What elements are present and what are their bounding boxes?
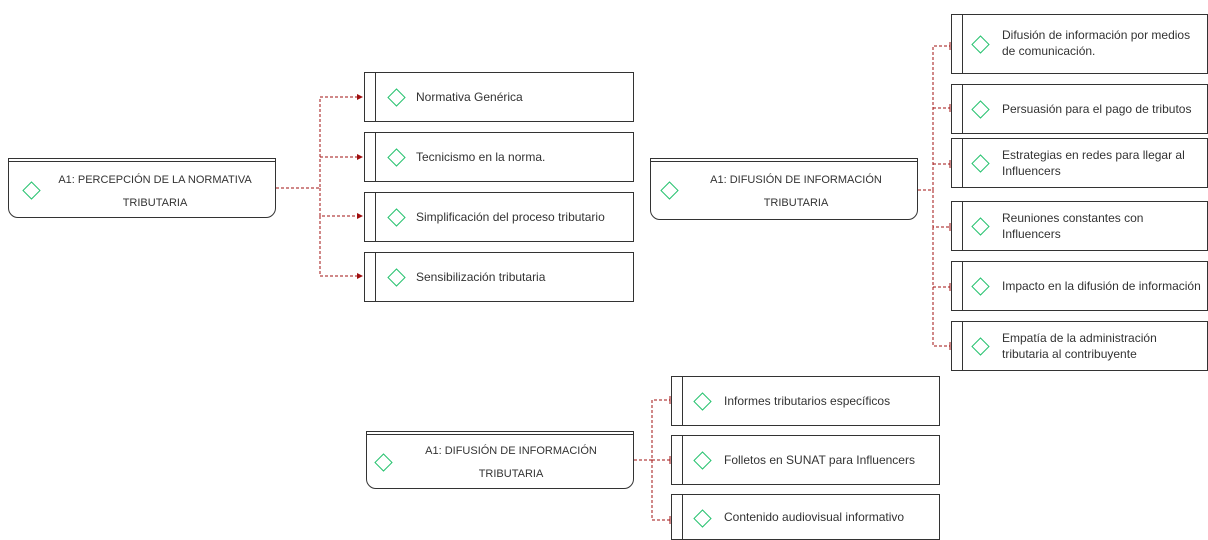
leaf-label: Empatía de la administración tributaria … bbox=[1002, 331, 1157, 361]
leaf-node[interactable]: Normativa Genérica bbox=[364, 72, 634, 122]
root-node-difusion[interactable]: A1: DIFUSIÓN DE INFORMACIÓN TRIBUTARIA bbox=[650, 158, 918, 220]
leaf-label: Contenido audiovisual informativo bbox=[724, 510, 905, 524]
leaf-label: Sensibilización tributaria bbox=[416, 270, 546, 284]
leaf-node[interactable]: Simplificación del proceso tributario bbox=[364, 192, 634, 242]
connector-line bbox=[634, 396, 671, 461]
diamond-icon bbox=[660, 181, 679, 200]
connector-line bbox=[932, 190, 951, 231]
leaf-label: Impacto en la difusión de información bbox=[1002, 279, 1201, 293]
connector-line bbox=[276, 94, 363, 189]
leaf-bar bbox=[682, 495, 683, 539]
diamond-icon bbox=[971, 100, 990, 119]
leaf-label: Simplificación del proceso tributario bbox=[416, 210, 605, 224]
leaf-node[interactable]: Estrategias en redes para llegar al Infl… bbox=[951, 138, 1208, 188]
root-node-percepcion[interactable]: A1: PERCEPCIÓN DE LA NORMATIVA TRIBUTARI… bbox=[8, 158, 276, 218]
diamond-icon bbox=[693, 451, 712, 470]
connector-line bbox=[918, 42, 951, 191]
leaf-bar bbox=[375, 253, 376, 301]
leaf-label: Normativa Genérica bbox=[416, 90, 523, 104]
root-topbar bbox=[8, 158, 276, 162]
diamond-icon bbox=[971, 154, 990, 173]
leaf-label: Difusión de información por medios de co… bbox=[1002, 28, 1191, 58]
root-label-line: TRIBUTARIA bbox=[763, 197, 829, 209]
connector-line bbox=[319, 188, 363, 219]
root-topbar bbox=[366, 431, 634, 435]
leaf-node[interactable]: Difusión de información por medios de co… bbox=[951, 14, 1208, 74]
connector-line bbox=[651, 460, 671, 524]
leaf-node[interactable]: Folletos en SUNAT para Influencers bbox=[671, 435, 940, 485]
leaf-bar bbox=[962, 202, 963, 250]
diamond-icon bbox=[693, 509, 712, 528]
leaf-bar bbox=[682, 377, 683, 425]
leaf-label: Tecnicismo en la norma. bbox=[416, 150, 546, 164]
diamond-icon bbox=[971, 217, 990, 236]
leaf-label: Persuasión para el pago de tributos bbox=[1002, 102, 1192, 116]
leaf-node[interactable]: Sensibilización tributaria bbox=[364, 252, 634, 302]
leaf-bar bbox=[375, 73, 376, 121]
leaf-bar bbox=[375, 133, 376, 181]
diamond-icon bbox=[387, 88, 406, 107]
root-label-line: TRIBUTARIA bbox=[122, 197, 188, 209]
leaf-node[interactable]: Informes tributarios específicos bbox=[671, 376, 940, 426]
leaf-label: Reuniones constantes con Influencers bbox=[1002, 211, 1144, 241]
root-label-line: A1: PERCEPCIÓN DE LA NORMATIVA bbox=[58, 174, 252, 186]
leaf-label: Estrategias en redes para llegar al Infl… bbox=[1002, 148, 1185, 178]
leaf-node[interactable]: Reuniones constantes con Influencers bbox=[951, 201, 1208, 251]
root-node-difusion-2[interactable]: A1: DIFUSIÓN DE INFORMACIÓN TRIBUTARIA bbox=[366, 431, 634, 489]
root-label-line: TRIBUTARIA bbox=[478, 468, 544, 480]
diamond-icon bbox=[374, 453, 393, 472]
diamond-icon bbox=[387, 268, 406, 287]
diamond-icon bbox=[971, 35, 990, 54]
leaf-node[interactable]: Contenido audiovisual informativo bbox=[671, 494, 940, 540]
leaf-node[interactable]: Empatía de la administración tributaria … bbox=[951, 321, 1208, 371]
leaf-bar bbox=[962, 322, 963, 370]
connector-line bbox=[319, 216, 363, 279]
leaf-label: Folletos en SUNAT para Influencers bbox=[724, 453, 915, 467]
root-label-line: A1: DIFUSIÓN DE INFORMACIÓN bbox=[710, 174, 882, 186]
diamond-icon bbox=[387, 208, 406, 227]
leaf-bar bbox=[375, 193, 376, 241]
leaf-bar bbox=[962, 262, 963, 310]
diamond-icon bbox=[387, 148, 406, 167]
leaf-label: Informes tributarios específicos bbox=[724, 394, 891, 408]
leaf-bar bbox=[962, 139, 963, 187]
root-label: A1: PERCEPCIÓN DE LA NORMATIVA TRIBUTARI… bbox=[47, 169, 263, 215]
connector-line bbox=[932, 227, 951, 291]
root-label: A1: DIFUSIÓN DE INFORMACIÓN TRIBUTARIA bbox=[401, 440, 621, 486]
diamond-icon bbox=[693, 392, 712, 411]
diamond-icon bbox=[971, 337, 990, 356]
leaf-node[interactable]: Tecnicismo en la norma. bbox=[364, 132, 634, 182]
leaf-bar bbox=[962, 15, 963, 73]
root-topbar bbox=[650, 158, 918, 162]
leaf-node[interactable]: Persuasión para el pago de tributos bbox=[951, 84, 1208, 134]
root-label: A1: DIFUSIÓN DE INFORMACIÓN TRIBUTARIA bbox=[687, 169, 905, 215]
leaf-bar bbox=[962, 85, 963, 133]
leaf-bar bbox=[682, 436, 683, 484]
connector-line bbox=[932, 287, 951, 350]
root-label-line: A1: DIFUSIÓN DE INFORMACIÓN bbox=[425, 445, 597, 457]
diamond-icon bbox=[22, 181, 41, 200]
leaf-node[interactable]: Impacto en la difusión de información bbox=[951, 261, 1208, 311]
diamond-icon bbox=[971, 277, 990, 296]
